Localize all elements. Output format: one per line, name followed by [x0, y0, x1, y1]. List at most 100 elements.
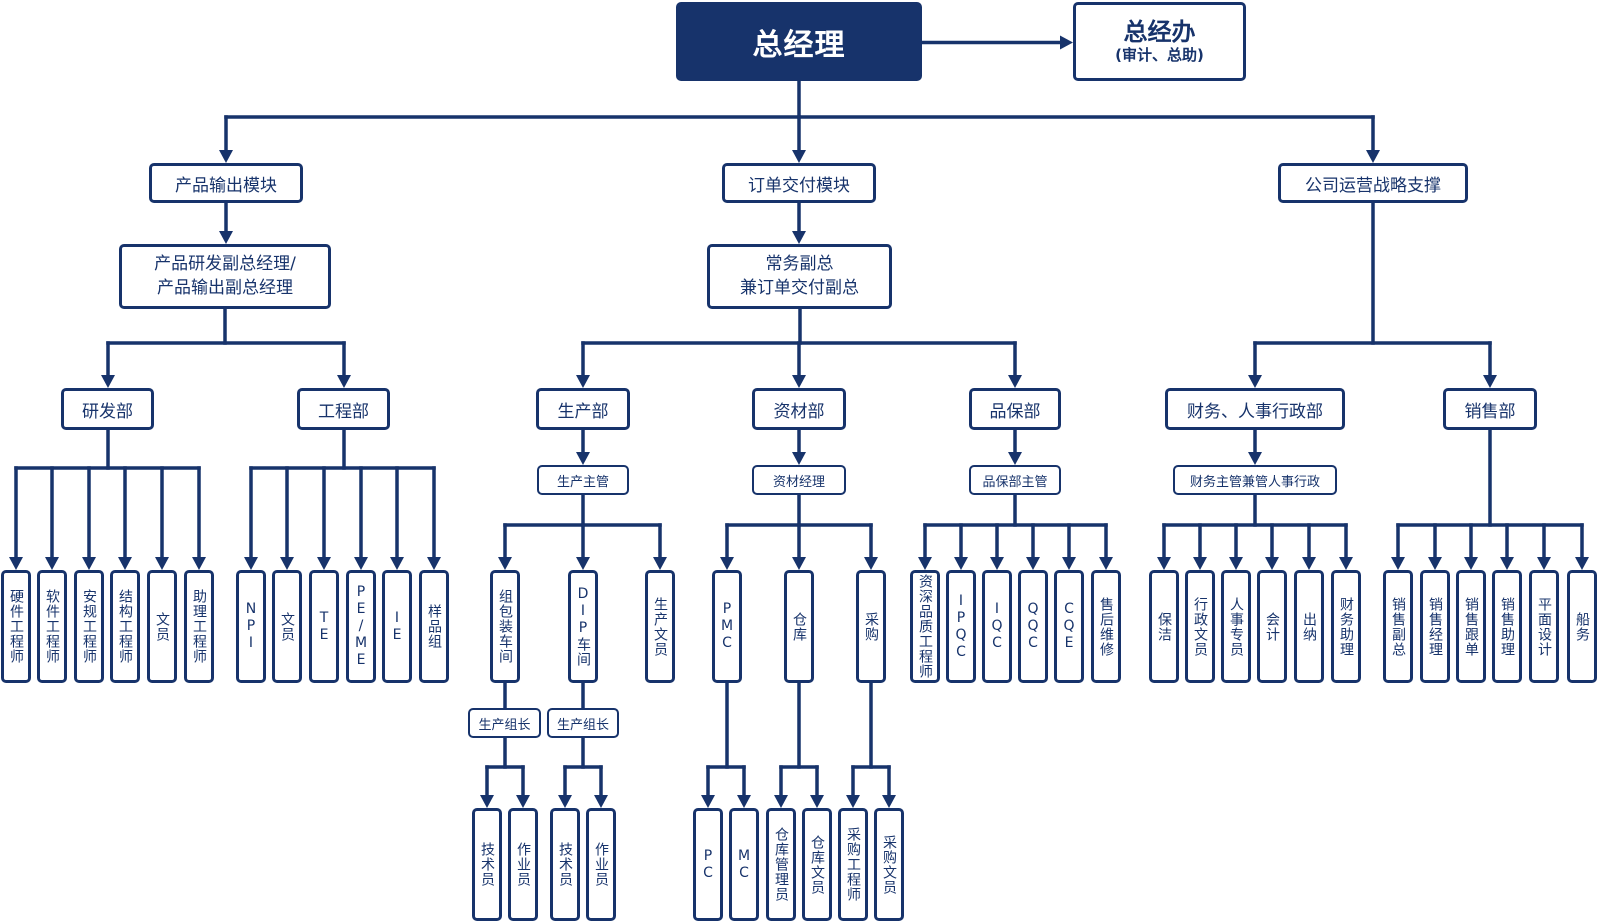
node-label: 出纳 — [1301, 611, 1317, 642]
node-label: 作业员 — [593, 842, 609, 887]
node-label: 文员 — [279, 611, 295, 642]
node-label: 生产部 — [557, 401, 609, 422]
production-worker-box: 技术员 — [550, 808, 580, 921]
production-worker-box: 作业员 — [586, 808, 616, 921]
node-label: 公司运营战略支撑 — [1305, 175, 1441, 196]
executive-vp-box: 常务副总 兼订单交付副总 — [707, 244, 892, 309]
gm-office-subtitle: (审计、总助) — [1115, 45, 1204, 64]
arrow-head-icon — [101, 375, 115, 388]
product-vp-box: 产品研发副总经理/ 产品输出副总经理 — [119, 244, 331, 309]
finance-position-box: 行政文员 — [1185, 570, 1215, 683]
node-label: 文员 — [154, 611, 170, 642]
materials-position-box: MC — [729, 808, 759, 921]
arrow-head-icon — [219, 150, 233, 163]
materials-unit-box: 仓库 — [784, 570, 814, 683]
rd-position-box: 助理工程师 — [184, 570, 214, 683]
node-label: MC — [736, 847, 752, 882]
materials-manager-box: 资材经理 — [752, 465, 846, 495]
node-label: 销售副总 — [1390, 596, 1406, 657]
node-label: DIP车间 — [575, 586, 591, 667]
node-label: 生产组长 — [556, 717, 609, 733]
node-label: 技术员 — [557, 842, 573, 887]
sales-department-box: 销售部 — [1443, 388, 1537, 430]
arrow-head-icon — [792, 557, 806, 570]
production-team-leader-box: 生产组长 — [547, 708, 619, 738]
engineering-position-box: 样品组 — [419, 570, 449, 683]
node-label: 资深品质工程师 — [917, 574, 933, 679]
arrow-head-icon — [864, 557, 878, 570]
production-unit-box: DIP车间 — [568, 570, 598, 683]
arrow-head-icon — [155, 557, 169, 570]
quality-position-box: IQC — [982, 570, 1012, 683]
node-label: 产品研发副总经理/ 产品输出副总经理 — [154, 253, 296, 298]
node-label: 技术员 — [479, 842, 495, 887]
arrow-head-icon — [9, 557, 23, 570]
arrow-head-icon — [516, 795, 530, 808]
engineering-position-box: TE — [309, 570, 339, 683]
materials-position-box: 采购文员 — [874, 808, 904, 921]
arrow-head-icon — [1157, 557, 1171, 570]
arrow-head-icon — [1500, 557, 1514, 570]
arrow-head-icon — [280, 557, 294, 570]
arrow-head-icon — [792, 150, 806, 163]
node-label: 结构工程师 — [117, 589, 133, 664]
arrow-head-icon — [810, 795, 824, 808]
node-label: 采购工程师 — [845, 827, 861, 902]
arrow-head-icon — [882, 795, 896, 808]
finance-position-box: 人事专员 — [1221, 570, 1251, 683]
node-label: 财务、人事行政部 — [1187, 401, 1323, 422]
node-label: 资材部 — [773, 401, 825, 422]
arrow-head-icon — [427, 557, 441, 570]
arrow-head-icon — [219, 231, 233, 244]
arrow-head-icon — [354, 557, 368, 570]
node-label: 采购文员 — [881, 834, 897, 895]
production-unit-box: 生产文员 — [645, 570, 675, 683]
node-label: 组包装车间 — [497, 589, 513, 664]
finance-position-box: 会计 — [1257, 570, 1287, 683]
quality-position-box: QQC — [1018, 570, 1048, 683]
arrow-head-icon — [558, 795, 572, 808]
node-label: NPI — [243, 601, 259, 652]
arrow-head-icon — [576, 375, 590, 388]
production-supervisor-box: 生产主管 — [537, 465, 629, 495]
node-label: 订单交付模块 — [748, 175, 850, 196]
rd-position-box: 软件工程师 — [37, 570, 67, 683]
node-label: 仓库文员 — [809, 834, 825, 895]
rd-department-box: 研发部 — [61, 388, 154, 430]
engineering-position-box: PE/ME — [346, 570, 376, 683]
quality-supervisor-box: 品保部主管 — [969, 465, 1061, 495]
arrow-head-icon — [480, 795, 494, 808]
arrow-head-icon — [1302, 557, 1316, 570]
arrow-head-icon — [244, 557, 258, 570]
production-team-leader-box: 生产组长 — [468, 708, 541, 738]
node-label: 工程部 — [318, 401, 369, 422]
arrow-head-icon — [653, 557, 667, 570]
arrow-head-icon — [792, 452, 806, 465]
node-label: IQC — [989, 601, 1005, 652]
arrow-head-icon — [1391, 557, 1405, 570]
node-label: 生产文员 — [652, 596, 668, 657]
node-label: 销售助理 — [1499, 596, 1515, 657]
finance-supervisor-box: 财务主管兼管人事行政 — [1173, 465, 1337, 495]
sales-position-box: 平面设计 — [1529, 570, 1559, 683]
arrow-head-icon — [337, 375, 351, 388]
node-label: 人事专员 — [1228, 596, 1244, 657]
node-label: 硬件工程师 — [8, 589, 24, 664]
materials-position-box: 仓库管理员 — [766, 808, 796, 921]
node-label: 会计 — [1264, 611, 1280, 642]
quality-position-box: 资深品质工程师 — [910, 570, 940, 683]
node-label: CQE — [1061, 601, 1077, 652]
quality-position-box: IPQC — [946, 570, 976, 683]
quality-position-box: CQE — [1054, 570, 1084, 683]
node-label: 售后维修 — [1098, 596, 1114, 657]
arrow-head-icon — [1008, 452, 1022, 465]
materials-position-box: PC — [693, 808, 723, 921]
rd-position-box: 硬件工程师 — [1, 570, 31, 683]
rd-position-box: 安规工程师 — [74, 570, 104, 683]
arrow-head-icon — [1062, 557, 1076, 570]
node-label: 生产组长 — [478, 717, 531, 733]
ceo-box: 总经理 — [676, 2, 922, 81]
engineering-position-box: IE — [382, 570, 412, 683]
node-label: 产品输出模块 — [175, 175, 277, 196]
node-label: PE/ME — [353, 584, 369, 669]
